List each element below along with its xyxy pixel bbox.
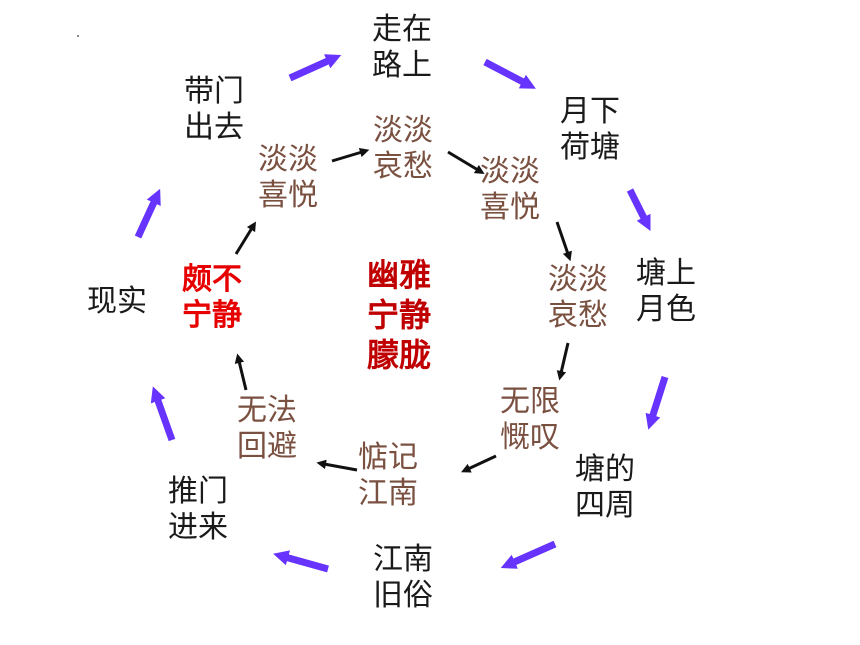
- inner-arrow-5: [461, 454, 497, 473]
- inner-arrow-2: [447, 150, 485, 174]
- outer-node-reality: 现实: [87, 284, 147, 319]
- inner-node-miss-jiangnan: 惦记 江南: [358, 440, 418, 511]
- inner-node-faint-sorrow-2: 淡淡 哀愁: [548, 262, 608, 333]
- inner-node-not-calm: 颇不 宁静: [182, 262, 242, 333]
- outer-arrow-6: [273, 550, 329, 573]
- outer-node-push-door: 推门 进来: [168, 474, 228, 545]
- outer-node-pond-moonlight: 塘上 月色: [636, 256, 696, 327]
- outer-arrow-3: [626, 188, 651, 232]
- inner-arrow-8: [234, 221, 257, 255]
- outer-arrows: [134, 54, 669, 573]
- inner-node-cannot-avoid: 无法 回避: [237, 393, 297, 464]
- inner-arrow-7: [234, 353, 248, 391]
- inner-arrows: [234, 147, 572, 473]
- inner-arrow-1: [331, 147, 370, 163]
- inner-node-faint-joy-1: 淡淡 喜悦: [258, 142, 318, 213]
- inner-arrow-3: [555, 221, 572, 262]
- outer-arrow-7: [150, 386, 176, 442]
- outer-node-moon-pond: 月下 荷塘: [560, 94, 620, 165]
- outer-node-jiangnan-custom: 江南 旧俗: [373, 542, 433, 613]
- outer-arrow-5: [500, 540, 557, 569]
- outer-arrow-4: [645, 375, 669, 430]
- inner-node-endless-sigh: 无限 慨叹: [500, 384, 560, 455]
- inner-arrow-4: [556, 342, 570, 381]
- center-theme: 幽雅 宁静 朦胧: [367, 256, 432, 374]
- outer-arrow-8: [134, 188, 161, 239]
- inner-node-faint-sorrow-1: 淡淡 哀愁: [373, 113, 433, 184]
- outer-node-walk-road: 走在 路上: [372, 12, 432, 83]
- outer-arrow-1: [288, 54, 342, 82]
- decorative-dot: [77, 35, 79, 37]
- outer-arrow-2: [483, 58, 536, 89]
- inner-arrow-6: [316, 459, 358, 472]
- inner-node-faint-joy-2: 淡淡 喜悦: [480, 154, 540, 225]
- outer-node-pond-around: 塘的 四周: [575, 452, 635, 523]
- outer-node-close-door: 带门 出去: [184, 74, 244, 145]
